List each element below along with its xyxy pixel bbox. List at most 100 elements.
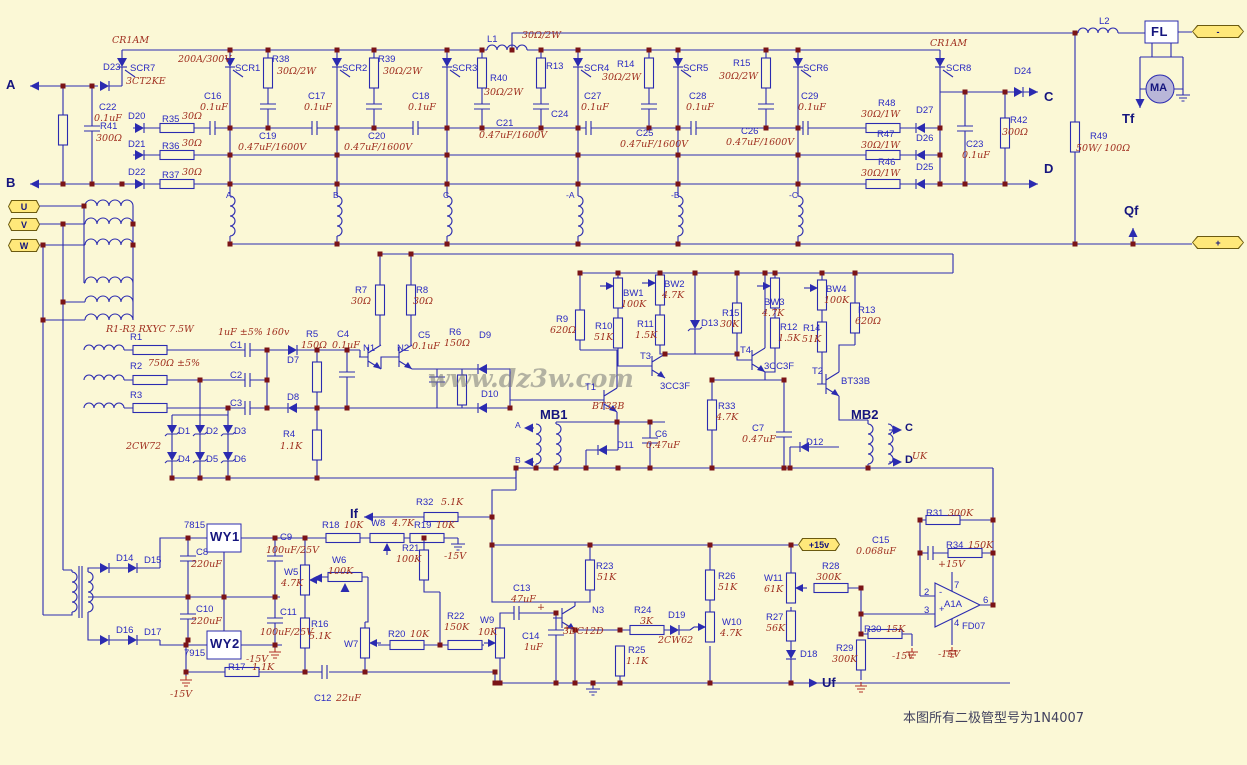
label-047uf: 0.47uF	[742, 434, 776, 445]
label-10k: 10K	[410, 629, 430, 640]
label-scr5: SCR5	[683, 63, 709, 74]
label-51k: 51K	[802, 334, 822, 345]
capE-symbol	[956, 125, 974, 132]
label-300k: 300K	[948, 508, 974, 519]
label-7915: 7915	[184, 648, 206, 659]
label-301w: 30Ω/1W	[861, 109, 900, 120]
label-01uf: 0.1uF	[686, 102, 714, 113]
label-c22: C22	[99, 102, 117, 113]
wy2-box	[206, 630, 242, 660]
dioR-symbol	[99, 634, 110, 646]
label-r5: R5	[306, 329, 319, 340]
label-47k: 4.7K	[281, 578, 304, 589]
label-r41: R41	[100, 121, 118, 132]
label-r15: R15	[722, 308, 740, 319]
label-01uf: 0.1uF	[200, 102, 228, 113]
dioL-symbol	[287, 402, 298, 414]
label-c4: C4	[337, 329, 350, 340]
label-47k: 4.7K	[716, 412, 739, 423]
dioR-symbol	[287, 344, 298, 356]
label-bw2: BW2	[664, 279, 685, 290]
label-d5: D5	[206, 454, 219, 465]
label-302w: 30Ω/2W	[522, 30, 561, 41]
label-d16: D16	[116, 625, 134, 636]
capE-symbol	[266, 617, 284, 624]
zenD-symbol	[220, 424, 236, 437]
label-r29: R29	[836, 643, 854, 654]
capE-symbol	[757, 103, 775, 110]
label-c13: C13	[513, 583, 531, 594]
label-mb1: MB1	[540, 407, 568, 422]
dioL-symbol	[915, 122, 926, 134]
coilV-symbol	[229, 195, 236, 237]
label-r12: R12	[780, 322, 798, 333]
diode-note: 本图所有二极管型号为1N4007	[903, 711, 1085, 726]
dioL-symbol	[915, 178, 926, 190]
label-11k: 1.1K	[280, 441, 303, 452]
ahL-symbol	[523, 456, 534, 468]
label-c16: C16	[204, 91, 222, 102]
label--15v: -15V	[444, 551, 467, 562]
label-r23: R23	[596, 561, 614, 572]
label-302w: 30Ω/2W	[484, 87, 523, 98]
coilH48-symbol	[84, 238, 134, 246]
capE-symbol	[259, 103, 277, 110]
label-220uf: 220uF	[191, 616, 222, 627]
label-r9: R9	[556, 314, 569, 325]
ma-meter	[1145, 74, 1175, 104]
label--: -	[939, 587, 943, 598]
label-d12: D12	[806, 437, 824, 448]
label--b: -B	[671, 190, 680, 200]
label-if: If	[350, 506, 358, 521]
coilV-symbol	[87, 571, 94, 613]
label-15k: 1.5K	[778, 333, 801, 344]
ahU-symbol	[1127, 227, 1139, 238]
resH-symbol	[132, 402, 168, 414]
zenD-symbol	[220, 451, 236, 464]
label-r19: R19	[414, 520, 432, 531]
capP-symbol	[244, 400, 251, 416]
label-c17: C17	[308, 91, 326, 102]
label-r26: R26	[718, 571, 736, 582]
ahL-symbol	[29, 80, 40, 92]
label-r36: R36	[162, 141, 180, 152]
label-047uf1600v: 0.47uF/1600V	[344, 142, 413, 153]
label-d1: D1	[178, 426, 191, 437]
fl-box	[1144, 20, 1179, 44]
label-w6: W6	[332, 555, 347, 566]
label-2: 2	[924, 587, 930, 598]
label-r10: R10	[595, 321, 613, 332]
label-2cw72: 2CW72	[126, 441, 162, 452]
label--c: -C	[789, 190, 798, 200]
dioR-symbol	[99, 562, 110, 574]
coilH-symbol	[486, 44, 528, 51]
label-n1: N1	[363, 343, 376, 354]
label-11k: 1.1K	[252, 662, 275, 673]
label-r21: R21	[402, 543, 420, 554]
capE-symbol	[473, 103, 491, 110]
label-c10: C10	[196, 604, 214, 615]
label-d14: D14	[116, 553, 134, 564]
capP-symbol	[513, 605, 520, 621]
label-r18: R18	[322, 520, 340, 531]
label-scr1: SCR1	[235, 63, 261, 74]
ahR-symbol	[808, 677, 819, 689]
capP-symbol	[927, 545, 934, 561]
resV-symbol	[311, 429, 323, 461]
label-bw4: BW4	[826, 284, 847, 295]
label-w7: W7	[344, 639, 359, 650]
resH-symbol	[447, 639, 483, 651]
capE-symbol	[640, 103, 658, 110]
potVr-symbol	[785, 572, 808, 604]
wy1-label: WY1	[210, 529, 240, 544]
label-+: +	[537, 602, 545, 613]
resH-symbol	[132, 344, 168, 356]
capP-symbol	[412, 120, 419, 136]
label-100k: 100K	[328, 566, 354, 577]
resV-symbol	[855, 639, 867, 671]
label-c20: C20	[368, 131, 386, 142]
label-bt33b: BT33B	[592, 401, 625, 412]
label-b: B	[6, 175, 16, 190]
label-r15: R15	[733, 58, 751, 69]
label-100k: 100K	[621, 299, 647, 310]
